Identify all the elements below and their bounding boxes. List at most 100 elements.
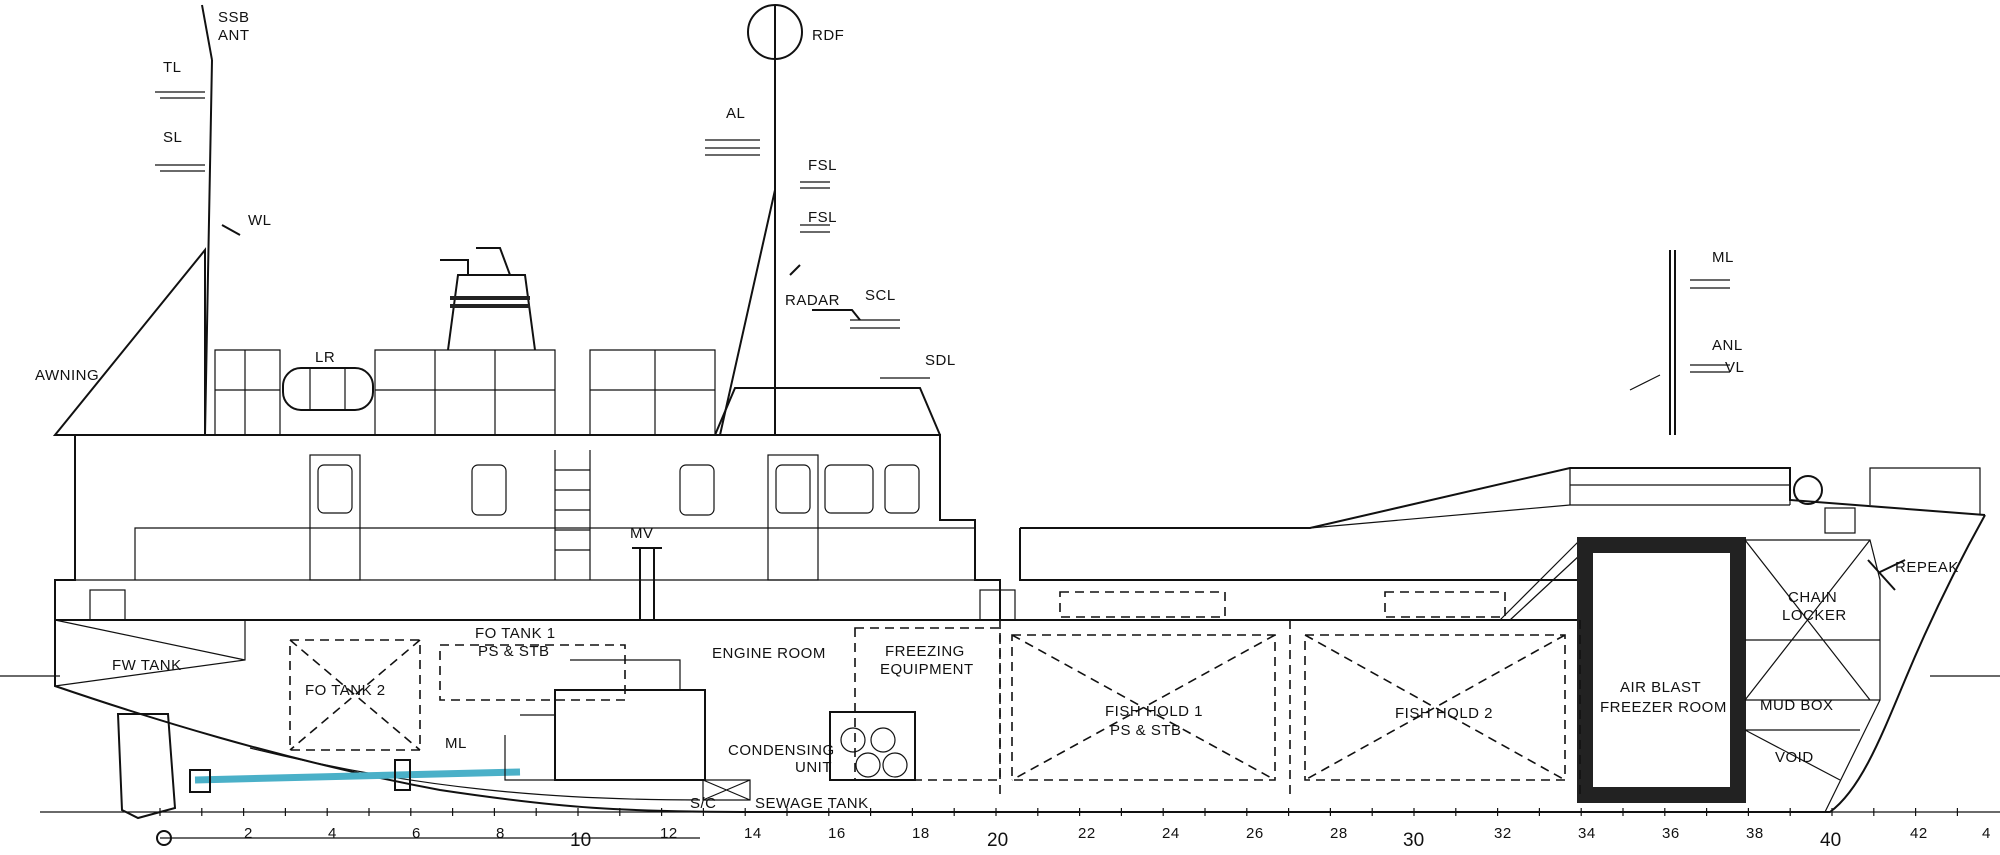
fish-hold-1	[1011, 634, 1276, 781]
frame-num-4: 4	[328, 825, 337, 842]
label-wl: WL	[248, 212, 272, 229]
label-freezing-1: FREEZING	[885, 643, 965, 660]
radar-scanner	[789, 264, 861, 321]
window-5	[884, 464, 920, 514]
cu-circle-1	[840, 727, 866, 753]
label-ml-mast: ML	[1712, 249, 1734, 266]
frame-num-end: 4	[1982, 825, 1991, 842]
frame-num-16: 16	[828, 825, 846, 842]
rudder-shaft-group	[116, 713, 700, 846]
label-fish-hold-2: FISH HOLD 2	[1395, 705, 1493, 722]
label-engine-room: ENGINE ROOM	[712, 645, 826, 662]
condensing-unit	[829, 711, 916, 781]
label-freezing-2: EQUIPMENT	[880, 661, 974, 678]
aft-mast-yards	[155, 91, 205, 172]
sewage-tank-box	[702, 779, 751, 801]
shaft-bearing	[394, 759, 411, 791]
label-scl: SCL	[865, 287, 896, 304]
label-chain-2: LOCKER	[1782, 607, 1847, 624]
label-air-blast-1: AIR BLAST	[1620, 679, 1701, 696]
label-repeak: REPEAK	[1895, 559, 1959, 576]
frame-num-10: 10	[570, 830, 591, 851]
forecastle-bulwark	[1019, 467, 1986, 581]
air-blast-freezer-room	[1577, 537, 1746, 803]
superstructure	[52, 247, 1981, 621]
windlass	[1793, 475, 1823, 505]
label-air-blast-2: FREEZER ROOM	[1600, 699, 1727, 716]
forecastle-ladder	[1499, 539, 1581, 621]
label-condensing-1: CONDENSING	[728, 742, 835, 759]
label-fw-tank: FW TANK	[112, 657, 182, 674]
label-fish-hold-1-a: FISH HOLD 1	[1105, 703, 1203, 720]
funnel-exhausts	[440, 247, 511, 276]
frame-num-24: 24	[1162, 825, 1180, 842]
fish-hold-2	[1304, 634, 1566, 781]
door-bridge	[767, 454, 819, 581]
label-anl: ANL	[1712, 337, 1743, 354]
label-sdl: SDL	[925, 352, 956, 369]
door-aft	[309, 454, 361, 581]
label-fsl-2: FSL	[808, 209, 837, 226]
labels: SSB ANT TL SL WL RDF AL FSL FSL RADAR SC…	[35, 9, 1959, 812]
label-al: AL	[726, 105, 745, 122]
frame-num-34: 34	[1578, 825, 1596, 842]
window-2	[471, 464, 507, 516]
label-fsl-1: FSL	[808, 157, 837, 174]
house-lower-line	[134, 527, 975, 580]
hatch-cover-2	[1384, 591, 1506, 618]
mushroom-vent	[632, 547, 662, 620]
frame-num-14: 14	[744, 825, 762, 842]
frame-num-20: 20	[987, 830, 1008, 851]
fore-mast-yards	[1629, 279, 1730, 391]
chain-locker-mudbox-void	[1744, 539, 1881, 813]
frame-num-40: 40	[1820, 830, 1841, 851]
rail-forecastle	[1569, 468, 1791, 505]
rail-bow	[1869, 467, 1981, 515]
fo-tank-2	[289, 639, 421, 751]
window-4	[824, 464, 874, 514]
fore-mast	[1669, 250, 1676, 435]
bitt-aft	[89, 589, 126, 621]
frame-num-12: 12	[660, 825, 678, 842]
rudder	[116, 713, 177, 820]
frame-num-22: 22	[1078, 825, 1096, 842]
propeller-shaft	[194, 768, 521, 784]
aft-mast-light	[221, 224, 241, 236]
rail-mid	[374, 349, 556, 435]
label-radar: RADAR	[785, 292, 840, 309]
engine-details	[504, 659, 681, 781]
label-condensing-2: UNIT	[795, 759, 832, 776]
frame-num-2: 2	[244, 825, 253, 842]
label-fo-tank-1-a: FO TANK 1	[475, 625, 556, 642]
label-mud-box: MUD BOX	[1760, 697, 1834, 714]
label-fish-hold-1-b: PS & STB	[1110, 722, 1182, 739]
frame-num-42: 42	[1910, 825, 1928, 842]
inner-bottom-line	[249, 747, 701, 801]
cu-circle-3	[855, 752, 881, 778]
life-raft	[282, 367, 374, 411]
bitt-fwd	[1824, 507, 1856, 534]
compartments	[54, 537, 1881, 813]
propeller-hub	[189, 769, 211, 793]
frame-num-38: 38	[1746, 825, 1764, 842]
window-door-aft	[317, 464, 353, 514]
awning-frame	[52, 247, 206, 436]
wheelhouse-roof	[714, 387, 941, 436]
label-awning: AWNING	[35, 367, 99, 384]
label-fo-tank-2: FO TANK 2	[305, 682, 386, 699]
main-mast	[719, 58, 776, 436]
rail-aft	[214, 349, 281, 435]
frame-num-8: 8	[496, 825, 505, 842]
label-ssb-2: ANT	[218, 27, 250, 44]
frame-num-36: 36	[1662, 825, 1680, 842]
rudder-heel	[156, 830, 172, 846]
window-3	[679, 464, 715, 516]
label-void: VOID	[1775, 749, 1814, 766]
label-sl: SL	[163, 129, 182, 146]
bulkheads	[999, 620, 1581, 800]
masts	[155, 4, 1730, 436]
frame-scale: 2 4 6 8 10 12 14 16 18 20 22 24 26 28 30…	[159, 808, 1991, 851]
label-fo-tank-1-b: PS & STB	[478, 643, 550, 660]
label-vl: VL	[1725, 359, 1744, 376]
